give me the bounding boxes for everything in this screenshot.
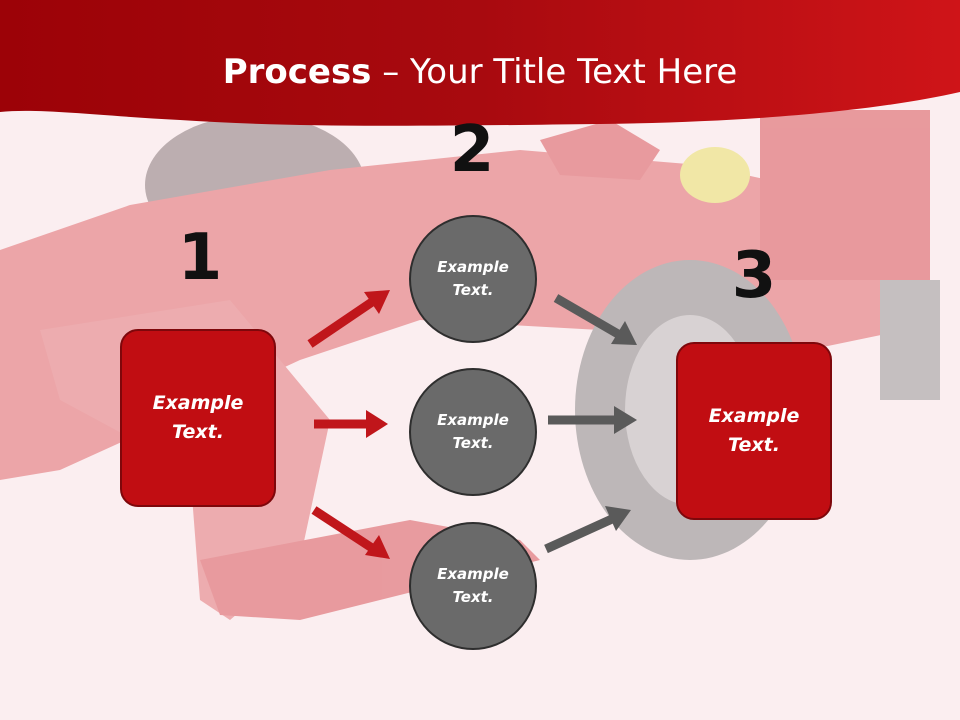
arrow-gray-down	[553, 294, 637, 345]
right-process-box: Example Text.	[676, 342, 832, 520]
circle-label: Example Text.	[437, 565, 509, 606]
arrow-red-right	[314, 410, 388, 438]
arrow-gray-up	[544, 506, 631, 554]
arrow-red-down	[311, 506, 390, 559]
step-number-2: 2	[449, 113, 495, 187]
arrow-gray-right	[548, 406, 637, 434]
step-number-3: 3	[731, 239, 777, 313]
title-rest: – Your Title Text Here	[371, 52, 738, 92]
process-circle-top: Example Text.	[409, 215, 537, 343]
circle-label: Example Text.	[437, 411, 509, 452]
step-number-1: 1	[177, 221, 223, 295]
circle-label: Example Text.	[437, 258, 509, 299]
left-process-box: Example Text.	[120, 329, 276, 507]
title-bold: Process	[222, 52, 372, 92]
arrow-red-up	[307, 290, 390, 348]
slide-title: Process – Your Title Text Here	[0, 52, 960, 92]
process-circle-bottom: Example Text.	[409, 522, 537, 650]
right-box-label: Example Text.	[708, 405, 800, 456]
process-circle-middle: Example Text.	[409, 368, 537, 496]
left-box-label: Example Text.	[152, 392, 244, 443]
